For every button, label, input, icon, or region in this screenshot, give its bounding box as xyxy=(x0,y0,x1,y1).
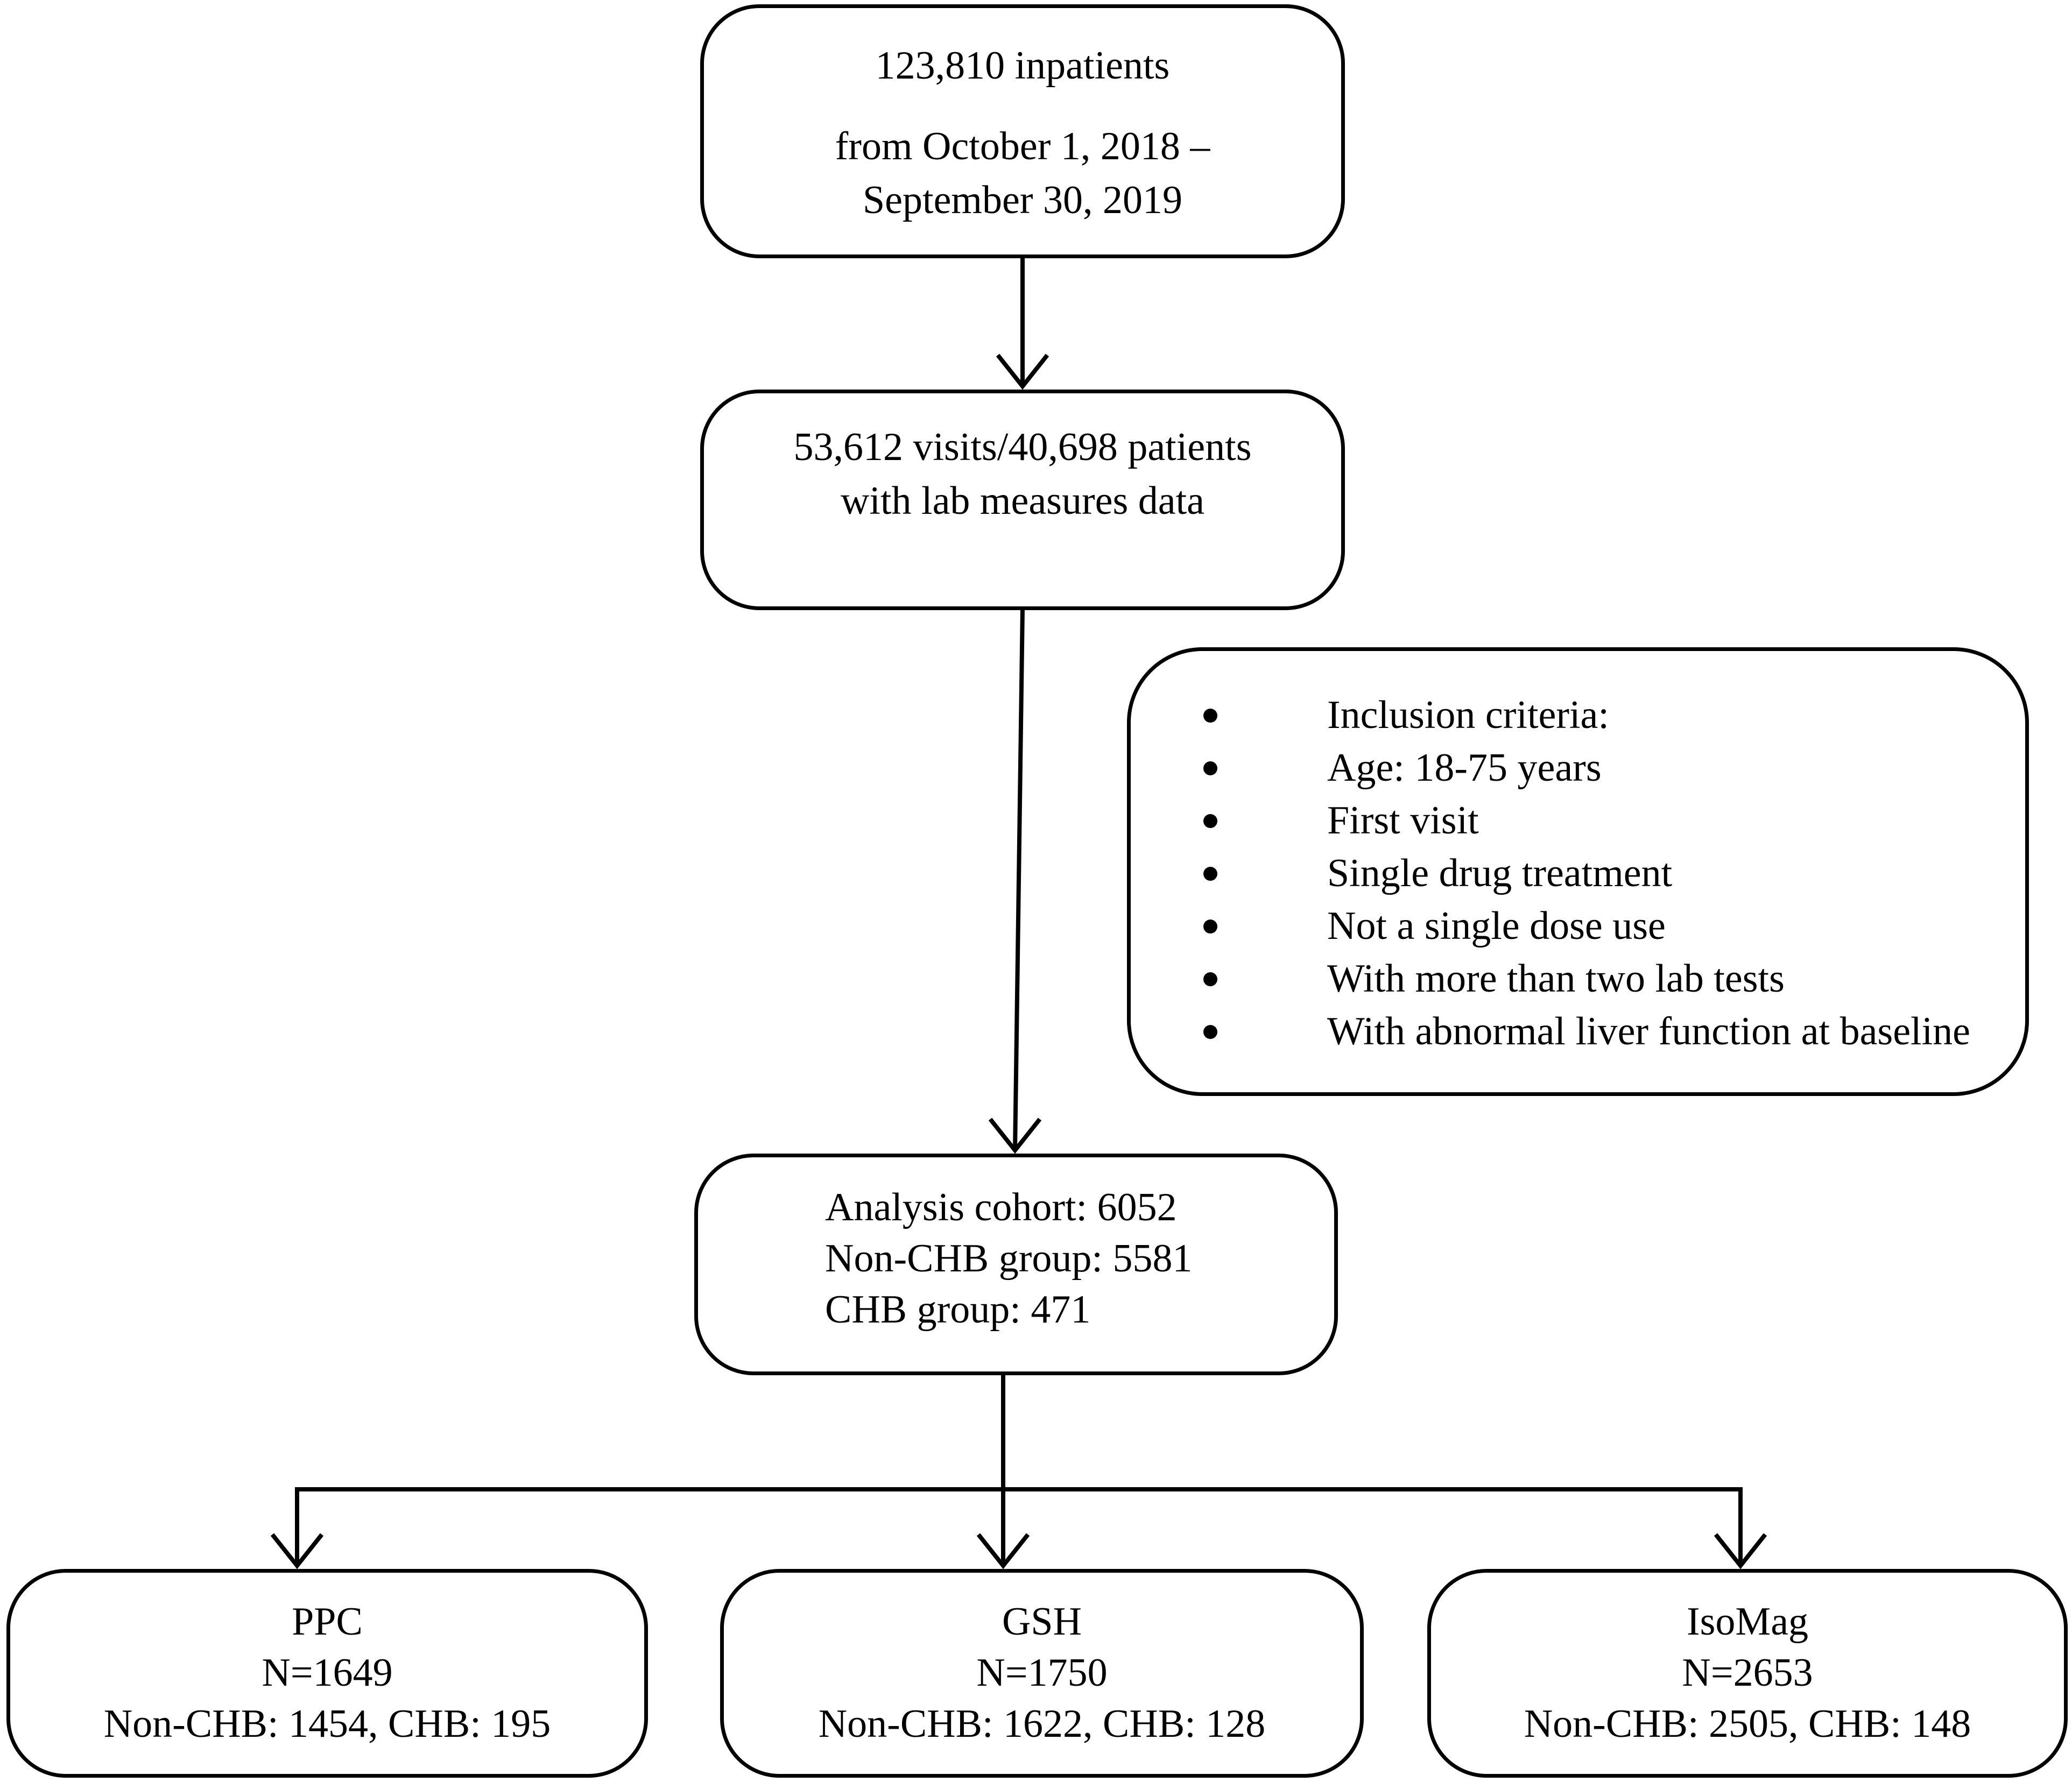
group-box-ppc: PPC N=1649 Non-CHB: 1454, CHB: 195 xyxy=(6,1569,648,1778)
group-box-isomag: IsoMag N=2653 Non-CHB: 2505, CHB: 148 xyxy=(1427,1569,2068,1778)
group-box-gsh: GSH N=1750 Non-CHB: 1622, CHB: 128 xyxy=(720,1569,1364,1778)
bullet-icon xyxy=(1203,867,1217,881)
arrowhead-isomag xyxy=(1714,1533,1767,1569)
criteria-item: With abnormal liver function at baseline xyxy=(1203,1005,1970,1058)
cohort-chb: CHB group: 471 xyxy=(825,1288,1091,1332)
cohort-non-chb: Non-CHB group: 5581 xyxy=(825,1236,1193,1281)
criteria-item: Age: 18-75 years xyxy=(1203,741,1970,794)
source-count: 123,810 inpatients xyxy=(875,44,1170,88)
group-split: Non-CHB: 1622, CHB: 128 xyxy=(818,1702,1266,1746)
criteria-item: First visit xyxy=(1203,794,1970,847)
criteria-list: Inclusion criteria: Age: 18-75 years Fir… xyxy=(1203,689,1970,1058)
criteria-item: Inclusion criteria: xyxy=(1203,689,1970,741)
group-n: N=2653 xyxy=(1682,1651,1813,1695)
lab-visits-count: 53,612 visits/40,698 patients xyxy=(793,425,1252,469)
arrowhead-gsh xyxy=(976,1533,1030,1569)
bullet-icon xyxy=(1203,814,1217,828)
bullet-icon xyxy=(1203,920,1217,934)
group-split: Non-CHB: 1454, CHB: 195 xyxy=(103,1702,551,1746)
group-name: PPC xyxy=(292,1600,363,1644)
source-date-end: September 30, 2019 xyxy=(863,178,1182,222)
lab-description: with lab measures data xyxy=(840,479,1205,523)
source-population-box: 123,810 inpatients from October 1, 2018 … xyxy=(700,4,1345,258)
analysis-cohort-box: Analysis cohort: 6052 Non-CHB group: 558… xyxy=(694,1154,1338,1375)
arrowhead-cohort xyxy=(988,1118,1042,1154)
group-name: IsoMag xyxy=(1686,1600,1809,1644)
inclusion-criteria-box: Inclusion criteria: Age: 18-75 years Fir… xyxy=(1127,647,2029,1096)
cohort-total: Analysis cohort: 6052 xyxy=(825,1185,1177,1229)
lab-measures-box: 53,612 visits/40,698 patients with lab m… xyxy=(700,390,1345,610)
bullet-icon xyxy=(1203,1025,1217,1039)
group-n: N=1649 xyxy=(262,1651,393,1695)
criteria-item: Single drug treatment xyxy=(1203,847,1970,900)
arrow-lab-to-cohort xyxy=(1013,609,1025,1151)
bullet-icon xyxy=(1203,709,1217,723)
arrowhead-lab xyxy=(996,353,1049,390)
criteria-item: Not a single dose use xyxy=(1203,900,1970,952)
arrowhead-ppc xyxy=(270,1533,324,1569)
group-n: N=1750 xyxy=(976,1651,1108,1695)
group-name: GSH xyxy=(1002,1600,1082,1644)
group-split: Non-CHB: 2505, CHB: 148 xyxy=(1524,1702,1971,1746)
bullet-icon xyxy=(1203,761,1217,775)
bullet-icon xyxy=(1203,972,1217,986)
source-date-start: from October 1, 2018 – xyxy=(835,124,1210,168)
criteria-item: With more than two lab tests xyxy=(1203,952,1970,1005)
